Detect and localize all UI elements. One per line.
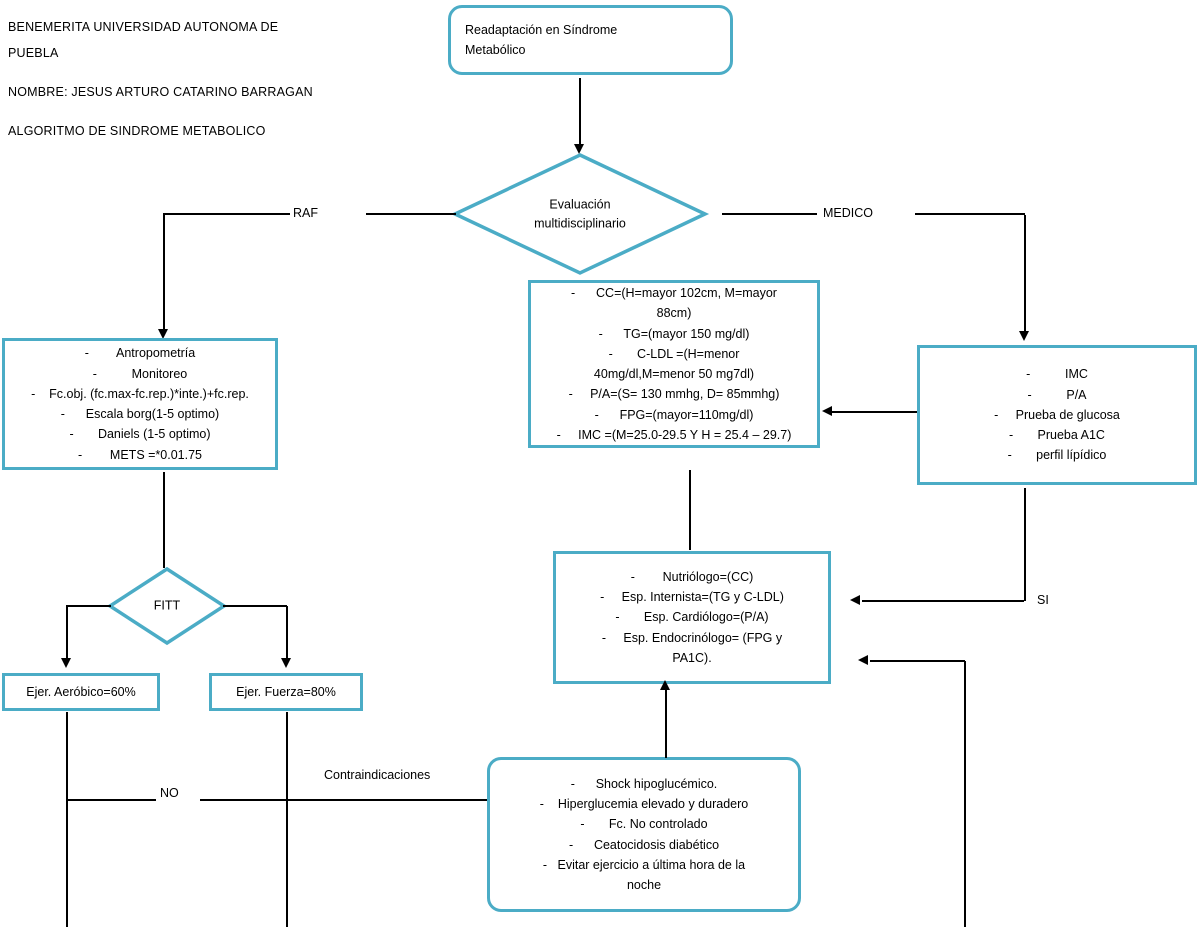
node-tests-line-2: - P/A (1027, 387, 1087, 402)
arrowhead-tests-to-criteria (822, 406, 832, 416)
connector-aerobic-down (66, 712, 68, 927)
node-specialists-line-5: PA1C). (672, 650, 712, 665)
edge-label-medico: MEDICO (823, 206, 873, 220)
connector-strength-down (286, 712, 288, 927)
node-contra-line-3: - Fc. No controlado (580, 817, 708, 832)
connector-fitt-left-down (66, 606, 68, 662)
connector-start-to-evaluation (579, 78, 581, 150)
node-criteria-line-6: - P/A=(S= 130 mmhg, D= 85mmhg) (568, 387, 780, 402)
node-criteria-text: - CC=(H=mayor 102cm, M=mayor 88cm) - TG=… (531, 283, 817, 445)
node-specialists-line-4: - Esp. Endocrinólogo= (FPG y (601, 630, 783, 645)
node-criteria-line-7: - FPG=(mayor=110mg/dl) (594, 407, 754, 422)
connector-si-to-specialists (862, 600, 1024, 602)
node-medical-tests-text: - IMC - P/A - Prueba de glucosa - Prueba… (920, 364, 1194, 465)
arrowhead-medico-to-tests (1019, 331, 1029, 341)
node-strength: Ejer. Fuerza=80% (209, 673, 363, 711)
header-line-university-1: BENEMERITA UNIVERSIDAD AUTONOMA DE (8, 20, 279, 34)
node-contraindications-text: - Shock hipoglucémico. - Hiperglucemia e… (490, 774, 798, 896)
arrowhead-contraindications-to-specialists (660, 680, 670, 690)
node-contra-line-5: - Evitar ejercicio a última hora de la (542, 857, 746, 872)
node-raf-line-1: - Antropometría (84, 346, 196, 361)
arrowhead-fitt-to-aerobic (61, 658, 71, 668)
header-line-student-name: NOMBRE: JESUS ARTURO CATARINO BARRAGAN (8, 85, 313, 99)
connector-fitt-right (223, 605, 287, 607)
node-raf-line-4: - Escala borg(1-5 optimo) (60, 407, 220, 421)
node-start: Readaptación en Síndrome Metabólico (448, 5, 733, 75)
edge-label-raf: RAF (293, 206, 318, 220)
node-aerobic-text: Ejer. Aeróbico=60% (5, 682, 157, 702)
node-tests-line-1: - IMC (1026, 367, 1088, 382)
header-line-university-2: PUEBLA (8, 46, 59, 60)
connector-assessment-to-fitt (163, 472, 165, 568)
connector-evaluation-right-inner (722, 213, 817, 215)
node-strength-text: Ejer. Fuerza=80% (212, 682, 360, 702)
node-raf-assessment: - Antropometría - Monitoreo - Fc.obj. (f… (2, 338, 278, 470)
node-tests-line-5: - perfil lípídico (1007, 448, 1107, 463)
node-specialists-line-3: - Esp. Cardiólogo=(P/A) (615, 610, 769, 625)
node-criteria-line-2: 88cm) (656, 306, 692, 321)
connector-raf-down (163, 215, 165, 333)
connector-tests-down-si (1024, 488, 1026, 601)
connector-fitt-left (66, 605, 111, 607)
node-raf-line-5: - Daniels (1-5 optimo) (69, 427, 211, 442)
node-contra-line-4: - Ceatocidosis diabético (568, 837, 720, 852)
node-raf-line-3: - Fc.obj. (fc.max-fc.rep.)*inte.)+fc.rep… (31, 386, 249, 401)
node-specialists-line-1: - Nutriólogo=(CC) (630, 569, 754, 584)
node-contraindications: - Shock hipoglucémico. - Hiperglucemia e… (487, 757, 801, 912)
arrowhead-raf-to-assessment (158, 329, 168, 339)
connector-evaluation-left-outer (163, 213, 290, 215)
connector-bottom-right-vertical (964, 661, 966, 927)
connector-no-left (66, 799, 156, 801)
arrowhead-start-to-evaluation (574, 144, 584, 154)
node-contra-line-1: - Shock hipoglucémico. (570, 776, 718, 791)
edge-label-si: SI (1037, 593, 1049, 607)
node-medical-tests: - IMC - P/A - Prueba de glucosa - Prueba… (917, 345, 1197, 485)
edge-label-contraindicaciones: Contraindicaciones (324, 768, 431, 782)
node-start-line-1: Readaptación en Síndrome (465, 22, 618, 37)
node-criteria-line-1: - CC=(H=mayor 102cm, M=mayor (571, 286, 777, 300)
node-raf-line-6: - METS =*0.01.75 (77, 447, 202, 462)
node-criteria-line-4: - C-LDL =(H=menor (608, 346, 740, 361)
node-evaluation: Evaluación multidisciplinario (450, 152, 710, 276)
node-criteria-line-5: 40mg/dl,M=menor 50 mg7dl) (593, 367, 755, 381)
node-criteria-line-8: - IMC =(M=25.0-29.5 Y H = 25.4 – 29.7) (556, 427, 792, 442)
connector-evaluation-left-inner (366, 213, 456, 215)
node-start-line-2: Metabólico (465, 43, 526, 57)
connector-contraindicaciones (287, 799, 489, 801)
connector-bottom-right-to-specialists (870, 660, 965, 662)
node-tests-line-3: - Prueba de glucosa (994, 407, 1120, 422)
node-fitt: FITT (106, 566, 228, 646)
connector-fitt-right-down (286, 606, 288, 662)
connector-criteria-to-specialists (689, 470, 691, 550)
node-strength-label: Ejer. Fuerza=80% (236, 684, 336, 699)
node-raf-assessment-text: - Antropometría - Monitoreo - Fc.obj. (f… (5, 343, 275, 465)
node-aerobic: Ejer. Aeróbico=60% (2, 673, 160, 711)
node-specialists-text: - Nutriólogo=(CC) - Esp. Internista=(TG … (556, 567, 828, 668)
arrowhead-si-to-specialists (850, 595, 860, 605)
header-line-algorithm-title: ALGORITMO DE SINDROME METABOLICO (8, 124, 266, 138)
node-specialists-line-2: - Esp. Internista=(TG y C-LDL) (600, 590, 784, 605)
node-contra-line-2: - Hiperglucemia elevado y duradero (539, 797, 749, 811)
node-raf-line-2: - Monitoreo (92, 366, 188, 381)
connector-evaluation-right-outer (915, 213, 1025, 215)
edge-label-no: NO (160, 786, 179, 800)
node-start-text: Readaptación en Síndrome Metabólico (451, 20, 730, 61)
connector-no-right (200, 799, 287, 801)
node-criteria-line-3: - TG=(mayor 150 mg/dl) (598, 326, 750, 341)
node-contra-line-6: noche (626, 878, 662, 892)
node-specialists: - Nutriólogo=(CC) - Esp. Internista=(TG … (553, 551, 831, 684)
connector-contraindications-to-specialists (665, 688, 667, 758)
connector-medico-down (1024, 215, 1026, 335)
node-tests-line-4: - Prueba A1C (1009, 428, 1105, 443)
node-aerobic-label: Ejer. Aeróbico=60% (26, 684, 136, 699)
node-criteria: - CC=(H=mayor 102cm, M=mayor 88cm) - TG=… (528, 280, 820, 448)
connector-tests-to-criteria (832, 411, 917, 413)
arrowhead-bottom-right-to-specialists (858, 655, 868, 665)
arrowhead-fitt-to-strength (281, 658, 291, 668)
